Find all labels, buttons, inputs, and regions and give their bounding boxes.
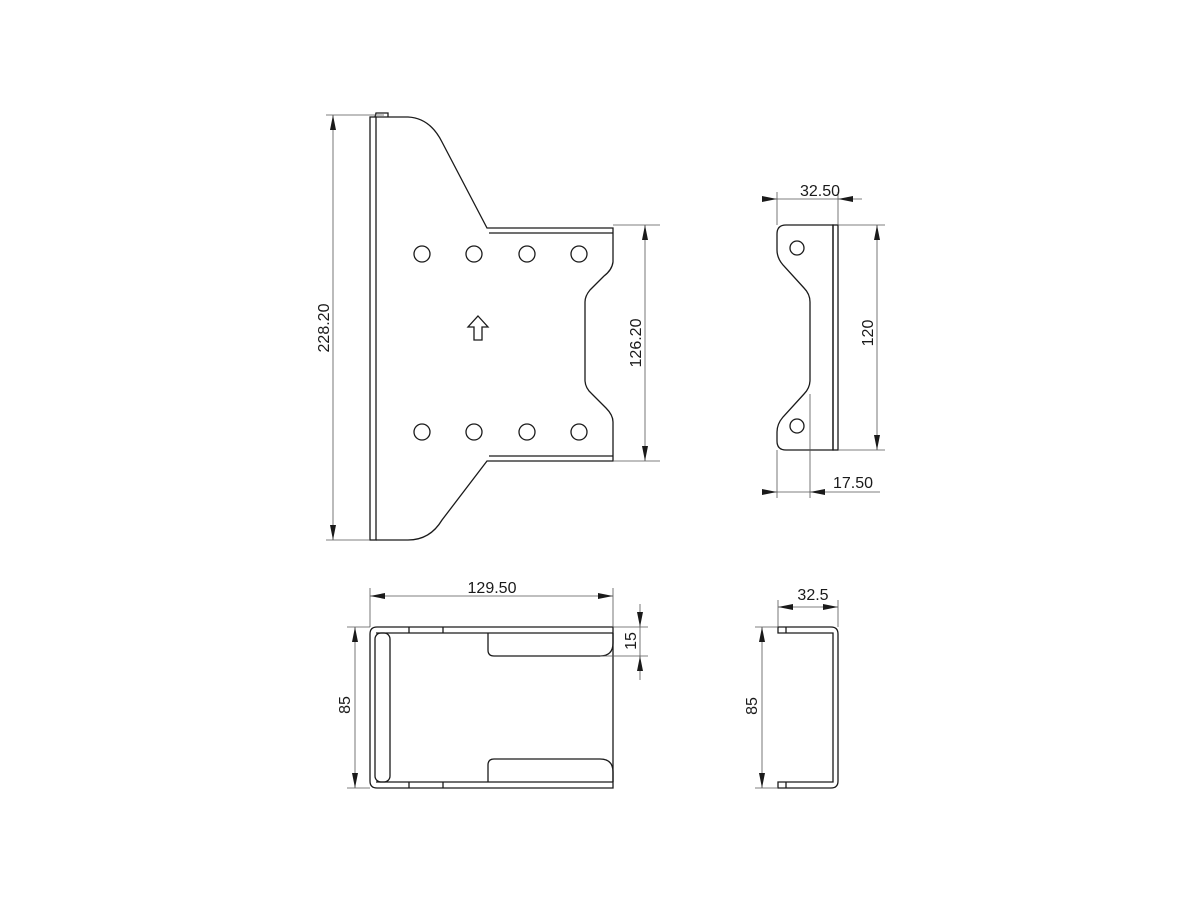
hole	[413, 423, 431, 441]
top-outline	[369, 626, 614, 789]
mounting-holes	[413, 245, 588, 441]
front-plate-outline	[376, 116, 614, 541]
up-arrow-icon	[466, 315, 490, 341]
front-flange	[369, 116, 377, 541]
dim-side-width: 32.50	[800, 183, 840, 200]
hole	[465, 245, 483, 263]
top-slot	[487, 633, 614, 657]
dim-end-depth: 85	[744, 697, 761, 715]
end-outline	[777, 626, 839, 789]
hole	[789, 418, 805, 434]
hole	[789, 240, 805, 256]
side-flange	[832, 224, 839, 451]
hole	[570, 245, 588, 263]
hole	[570, 423, 588, 441]
top-view: 129.50 85 15	[337, 580, 648, 789]
dim-side-offset: 17.50	[833, 475, 873, 492]
dim-top-depth: 85	[337, 696, 354, 714]
hole	[465, 423, 483, 441]
dim-side-height: 120	[860, 320, 877, 347]
dim-mount-height: 126.20	[628, 318, 645, 367]
top-end-flange	[374, 632, 391, 783]
dim-front-height: 228.20	[316, 303, 333, 352]
bottom-slot	[487, 758, 614, 782]
hole	[413, 245, 431, 263]
dim-top-length: 129.50	[468, 580, 517, 597]
side-view: 32.50 120 17.50	[762, 183, 885, 498]
dim-slot: 15	[623, 632, 640, 650]
dim-end-width: 32.5	[797, 587, 828, 604]
front-view: 228.20 126.20	[316, 112, 660, 541]
end-view: 32.5 85	[744, 587, 839, 789]
hole	[518, 245, 536, 263]
hole	[518, 423, 536, 441]
side-outline	[776, 224, 834, 451]
